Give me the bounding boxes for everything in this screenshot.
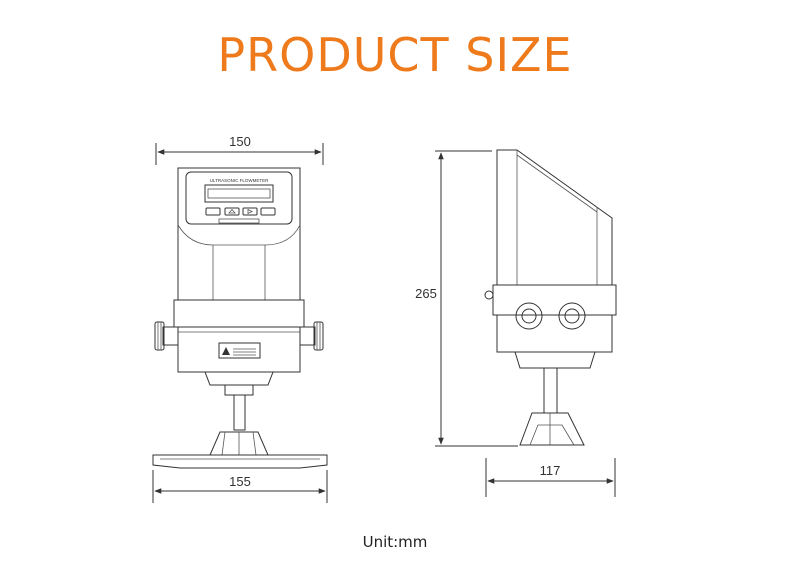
- upper-housing: [177, 167, 301, 301]
- dimension-width-bottom: 155: [152, 470, 328, 503]
- front-view: 150 ULTRASONIC FLOWMETER: [152, 134, 328, 503]
- panel-label: ULTRASONIC FLOWMETER: [210, 178, 269, 183]
- unit-label: Unit:mm: [362, 533, 428, 551]
- side-housing: [496, 149, 613, 286]
- side-connector: [514, 351, 596, 369]
- right-cable-gland: [299, 321, 324, 351]
- dimension-265-label: 265: [415, 286, 437, 301]
- enter-key: [260, 207, 276, 216]
- lcd-screen: [204, 184, 274, 203]
- side-lower-box: [496, 314, 613, 353]
- side-mount-clamp: [519, 412, 585, 446]
- side-middle-band: [492, 284, 617, 316]
- side-gland-right: [558, 302, 586, 330]
- display-panel: [185, 171, 293, 225]
- left-cable-gland: [154, 321, 179, 351]
- dimension-width-top: 150: [155, 134, 324, 165]
- connector-block: [204, 371, 274, 386]
- lower-box: [177, 326, 301, 373]
- dimension-width-side: 117: [485, 458, 616, 497]
- dimension-155-label: 155: [229, 474, 251, 489]
- warning-icon: [222, 347, 230, 355]
- caution-label: [218, 342, 261, 359]
- page-title: PRODUCT SIZE: [217, 28, 573, 82]
- dimension-height: 265: [415, 150, 518, 447]
- side-support-pole: [543, 367, 558, 414]
- side-view: 265 117: [415, 149, 617, 497]
- hinge: [484, 290, 494, 300]
- middle-band: [173, 299, 305, 328]
- base-plate: [152, 454, 328, 469]
- side-gland-left: [515, 302, 543, 330]
- up-key: [224, 207, 240, 216]
- dimension-117-label: 117: [540, 463, 561, 478]
- neck: [224, 384, 254, 396]
- dimension-150-label: 150: [229, 134, 251, 149]
- menu-key: [205, 207, 221, 216]
- support-pole: [233, 394, 246, 431]
- right-key: [242, 207, 258, 216]
